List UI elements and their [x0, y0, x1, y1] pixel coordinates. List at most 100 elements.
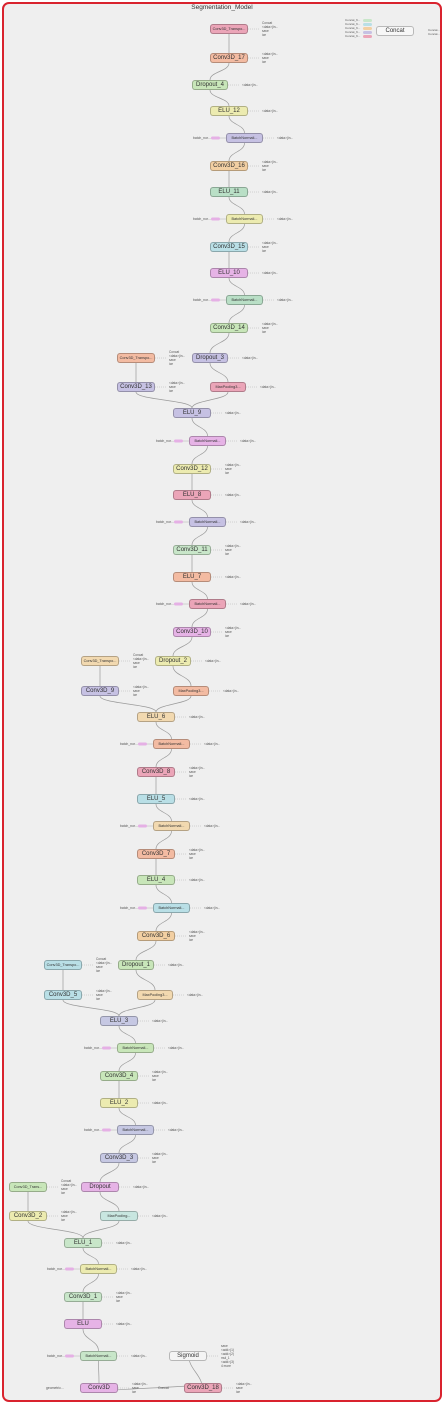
node-conv18[interactable]: Conv3D_18: [184, 1383, 222, 1393]
node-conv16[interactable]: Conv3D_16: [210, 161, 248, 171]
node-conv17[interactable]: Conv3D_17: [210, 53, 248, 63]
node-elu7[interactable]: ELU_7: [173, 572, 211, 582]
node-conv8[interactable]: Conv3D_8: [137, 767, 175, 777]
aux-input-label: save: [152, 1074, 159, 1078]
aux-input-label: <data>(in...: [169, 381, 186, 385]
node-conv9[interactable]: Conv3D_9: [81, 686, 119, 696]
node-conv4[interactable]: Conv3D_4: [100, 1071, 138, 1081]
graph-frame: [2, 2, 442, 1402]
node-bn_i[interactable]: BatchNormali...: [153, 903, 190, 913]
node-bn_k[interactable]: BatchNormali...: [117, 1125, 154, 1135]
node-elu2[interactable]: ELU_2: [100, 1098, 138, 1108]
node-ct_2[interactable]: Conv3D_Trans...: [9, 1182, 47, 1192]
node-bn_e[interactable]: BatchNormali...: [189, 517, 226, 527]
node-elu9[interactable]: ELU_9: [173, 408, 211, 418]
node-elu11[interactable]: ELU_11: [210, 187, 248, 197]
node-elu3[interactable]: ELU_3: [100, 1016, 138, 1026]
batchnorm-input-bn_a: batch_nor...: [193, 136, 211, 140]
edge-conv17-drop4: [209, 62, 230, 81]
node-elu8[interactable]: ELU_8: [173, 490, 211, 500]
edge-conv6-drop1: [135, 940, 157, 961]
node-bn_b[interactable]: BatchNormali...: [226, 214, 263, 224]
node-mp1[interactable]: MaxPooling3...: [173, 686, 209, 696]
node-bn_f[interactable]: BatchNormali...: [189, 599, 226, 609]
node-conv5[interactable]: Conv3D_5: [44, 990, 82, 1000]
node-conv14[interactable]: Conv3D_14: [210, 323, 248, 333]
node-concat[interactable]: Concat: [376, 26, 414, 36]
aux-input-label: <data>(in...: [225, 626, 242, 630]
aux-input-bn_j: <data>(in...: [168, 1046, 185, 1050]
node-bn_a[interactable]: BatchNormali...: [226, 133, 263, 143]
node-elu12[interactable]: ELU_12: [210, 106, 248, 116]
node-bn_c[interactable]: BatchNormali...: [226, 295, 263, 305]
edge-bn_d-conv12: [191, 445, 208, 465]
aux-input-label: ice: [152, 1160, 157, 1164]
aux-input-label: <data>(in...: [169, 354, 186, 358]
legend-swatch: [363, 26, 372, 30]
node-conv11[interactable]: Conv3D_11: [173, 545, 211, 555]
node-conv1[interactable]: Conv3D_1: [64, 1292, 102, 1302]
aux-input-label: save: [169, 385, 176, 389]
aux-input-label: <data>(in...: [116, 1291, 133, 1295]
batchnorm-input-pill: [102, 1046, 111, 1050]
aux-input-label: <data>(in...: [152, 1152, 169, 1156]
node-conv7[interactable]: Conv3D_7: [137, 849, 175, 859]
node-sigmoid[interactable]: Sigmoid: [169, 1351, 207, 1361]
node-elu1[interactable]: ELU_1: [64, 1238, 102, 1248]
aux-input-label: ice: [132, 1390, 137, 1394]
node-conv3[interactable]: Conv3D_3: [100, 1153, 138, 1163]
node-elu0[interactable]: ELU: [64, 1319, 102, 1329]
node-bn_h[interactable]: BatchNormali...: [153, 821, 190, 831]
edge-elu0-bn_m: [82, 1328, 99, 1352]
node-elu5[interactable]: ELU_5: [137, 794, 175, 804]
node-drop0[interactable]: Dropout: [81, 1182, 119, 1192]
batchnorm-input-bn_g: batch_nor...: [120, 742, 138, 746]
aux-input-label: <data>(in...: [96, 961, 113, 965]
edge-bn_e-conv11: [191, 526, 208, 546]
aux-input-elu4: <data>(in...: [189, 878, 206, 882]
node-elu6[interactable]: ELU_6: [137, 712, 175, 722]
aux-input-label: <data>(in...: [236, 1382, 253, 1386]
node-bn_d[interactable]: BatchNormali...: [189, 436, 226, 446]
node-drop3[interactable]: Dropout_3: [192, 353, 228, 363]
edge-conv3-drop0: [99, 1162, 120, 1183]
batchnorm-input-pill: [211, 217, 220, 221]
node-drop4[interactable]: Dropout_4: [192, 80, 228, 90]
node-conv12[interactable]: Conv3D_12: [173, 464, 211, 474]
node-bn_j[interactable]: BatchNormali...: [117, 1043, 154, 1053]
node-ct_5[interactable]: Conv3D_Transpo...: [44, 960, 82, 970]
node-conv15[interactable]: Conv3D_15: [210, 242, 248, 252]
batchnorm-input-pill: [211, 136, 220, 140]
node-conv6[interactable]: Conv3D_6: [137, 931, 175, 941]
node-elu10[interactable]: ELU_10: [210, 268, 248, 278]
node-drop2[interactable]: Dropout_2: [155, 656, 191, 666]
node-conv0[interactable]: Conv3D: [80, 1383, 118, 1393]
node-conv13[interactable]: Conv3D_13: [117, 382, 155, 392]
aux-input-label: mul_1: [221, 1356, 230, 1360]
node-mp3[interactable]: MaxPooling3...: [137, 990, 173, 1000]
edge-conv14-drop3: [209, 332, 230, 354]
node-ct_12[interactable]: Conv3D_Transpo...: [117, 353, 155, 363]
node-conv2[interactable]: Conv3D_2: [9, 1211, 47, 1221]
aux-input-elu7: <data>(in...: [225, 575, 242, 579]
geometric-input: geometric...: [46, 1386, 64, 1390]
batchnorm-input-bn_b: batch_nor...: [193, 217, 211, 221]
aux-input-label: ice: [225, 471, 230, 475]
node-elu4[interactable]: ELU_4: [137, 875, 175, 885]
node-bn_m[interactable]: BatchNormali...: [80, 1351, 117, 1361]
node-ct_9[interactable]: Conv3D_Transpo...: [81, 656, 119, 666]
node-drop1[interactable]: Dropout_1: [118, 960, 154, 970]
node-bn_g[interactable]: BatchNormali...: [153, 739, 190, 749]
edge-bn_h-conv7: [155, 830, 172, 850]
node-mp0[interactable]: MaxPooling...: [100, 1211, 138, 1221]
aux-input-label: ice: [189, 774, 194, 778]
node-bn_l[interactable]: BatchNormali...: [80, 1264, 117, 1274]
node-mp2[interactable]: MaxPooling3...: [210, 382, 246, 392]
edge-conv5-elu3: [62, 999, 120, 1017]
edge-mp2-elu9: [191, 391, 229, 409]
node-ct_top[interactable]: Conv3D_Transpo...: [210, 24, 248, 34]
node-conv10[interactable]: Conv3D_10: [173, 627, 211, 637]
